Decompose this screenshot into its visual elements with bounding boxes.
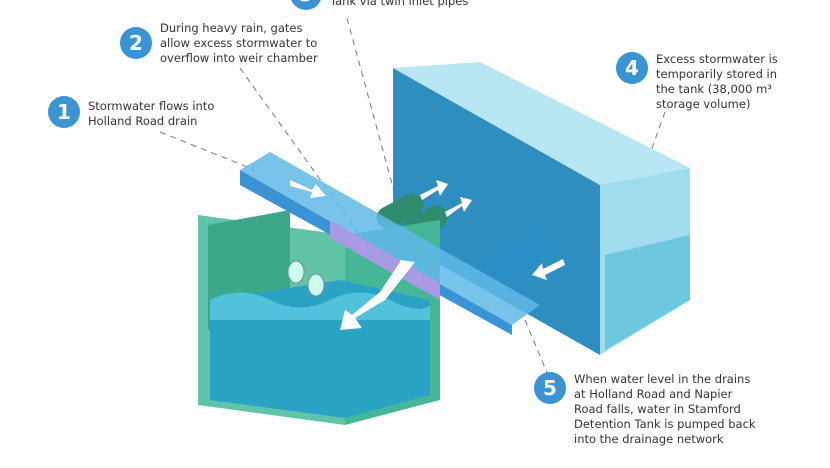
text-line: the tank (38,000 m³ [656, 82, 772, 96]
step-text: Stormwater flows into Holland Road drain [88, 99, 214, 129]
text-line: Excess stormwater is [656, 52, 778, 66]
step-3: 3 Tank via twin inlet pipes [290, 0, 468, 10]
step-text: Excess stormwater is temporarily stored … [656, 52, 778, 112]
text-line: Tank via twin inlet pipes [330, 0, 469, 8]
text-line: Stormwater flows into [88, 99, 215, 113]
step-text: During heavy rain, gates allow excess st… [160, 21, 318, 66]
step-number-badge: 5 [534, 372, 566, 404]
step-4: 4 Excess stormwater is temporarily store… [616, 52, 778, 112]
text-line: storage volume) [656, 97, 751, 111]
step-number-badge: 4 [616, 52, 648, 84]
text-line: allow excess stormwater to [160, 36, 318, 50]
step-text: When water level in the drains at Hollan… [574, 372, 756, 447]
step-2: 2 During heavy rain, gates allow excess … [120, 21, 318, 66]
text-line: Detention Tank is pumped back [574, 417, 756, 431]
step-number-badge: 1 [48, 96, 80, 128]
detention-tank [393, 62, 690, 355]
step-1: 1 Stormwater flows into Holland Road dra… [48, 96, 214, 129]
step-5: 5 When water level in the drains at Holl… [534, 372, 756, 447]
step-text: Tank via twin inlet pipes [330, 0, 468, 9]
text-line: Road falls, water in Stamford [574, 402, 741, 416]
step-number-badge: 3 [290, 0, 322, 10]
text-line: into the drainage network [574, 432, 724, 446]
text-line: at Holland Road and Napier [574, 387, 733, 401]
text-line: During heavy rain, gates [160, 21, 303, 35]
flow-arrows [290, 180, 565, 330]
leader-lines [159, 17, 666, 376]
text-line: temporarily stored in [656, 67, 778, 81]
text-line: When water level in the drains [574, 372, 751, 386]
step-number-badge: 2 [120, 27, 152, 59]
text-line: overflow into weir chamber [160, 51, 318, 65]
text-line: Holland Road drain [88, 114, 198, 128]
